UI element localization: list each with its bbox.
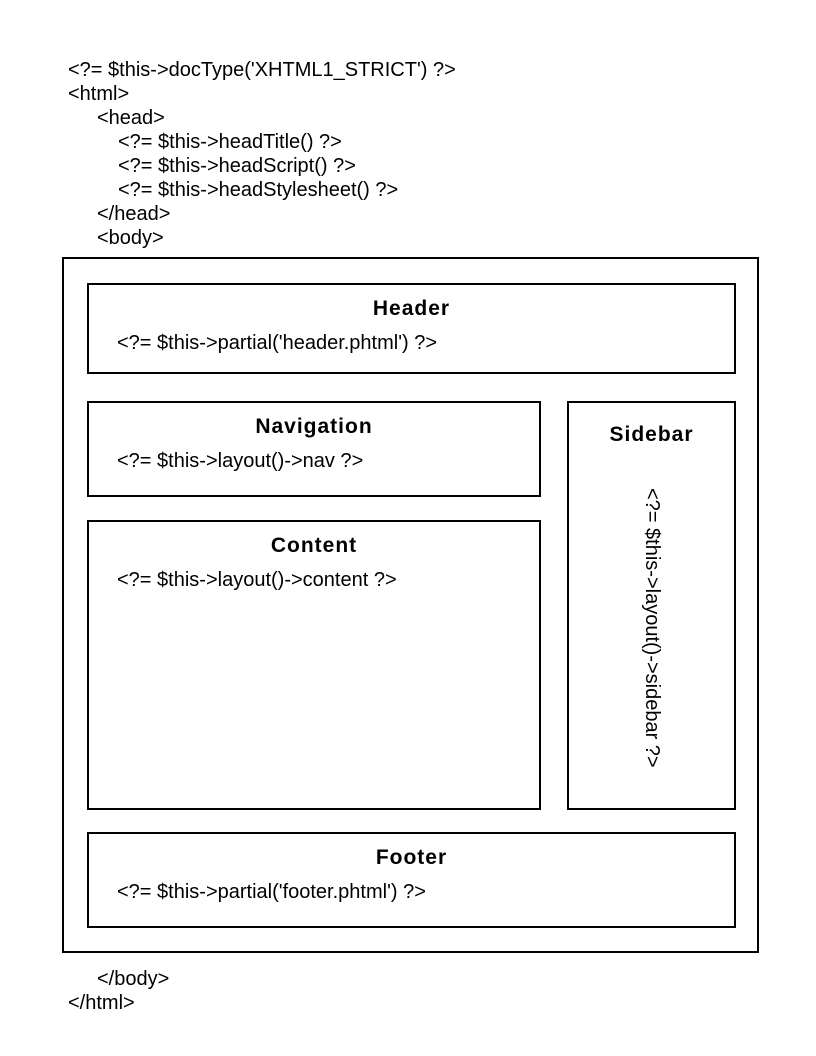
top-code-block: <?= $this->docType('XHTML1_STRICT') ?> <…: [68, 58, 456, 250]
code-line-body-open: <body>: [97, 227, 164, 249]
sidebar-box-code-vertical: <?= $this->layout()->sidebar ?>: [641, 487, 663, 768]
bottom-code-block: </body> </html>: [68, 967, 169, 1015]
code-line-html-close: </html>: [68, 992, 135, 1014]
navigation-box-title: Navigation: [255, 415, 373, 438]
footer-box: Footer <?= $this->partial('footer.phtml'…: [87, 832, 736, 928]
footer-box-code: <?= $this->partial('footer.phtml') ?>: [117, 881, 426, 903]
header-box-title: Header: [372, 297, 451, 320]
code-line-html-open: <html>: [68, 83, 130, 105]
content-box: Content <?= $this->layout()->content ?>: [87, 520, 541, 810]
footer-box-title: Footer: [375, 846, 448, 869]
code-line-body-close: </body>: [97, 968, 170, 990]
code-line-doctype: <?= $this->docType('XHTML1_STRICT') ?>: [68, 59, 456, 81]
navigation-box-code: <?= $this->layout()->nav ?>: [117, 450, 364, 472]
code-line-head-script: <?= $this->headScript() ?>: [118, 155, 356, 177]
content-box-title: Content: [270, 534, 358, 557]
code-line-head-stylesheet: <?= $this->headStylesheet() ?>: [118, 179, 399, 201]
header-box-code: <?= $this->partial('header.phtml') ?>: [117, 332, 438, 354]
content-box-code: <?= $this->layout()->content ?>: [117, 569, 397, 591]
sidebar-box: Sidebar <?= $this->layout()->sidebar ?>: [567, 401, 736, 810]
header-box: Header <?= $this->partial('header.phtml'…: [87, 283, 736, 374]
body-wrapper-box: Header <?= $this->partial('header.phtml'…: [62, 257, 759, 953]
sidebar-box-title: Sidebar: [609, 423, 694, 446]
navigation-box: Navigation <?= $this->layout()->nav ?>: [87, 401, 541, 497]
code-line-head-open: <head>: [97, 107, 165, 129]
code-line-head-title: <?= $this->headTitle() ?>: [118, 131, 342, 153]
sidebar-code-area: <?= $this->layout()->sidebar ?>: [569, 447, 734, 808]
code-line-head-close: </head>: [97, 203, 171, 225]
